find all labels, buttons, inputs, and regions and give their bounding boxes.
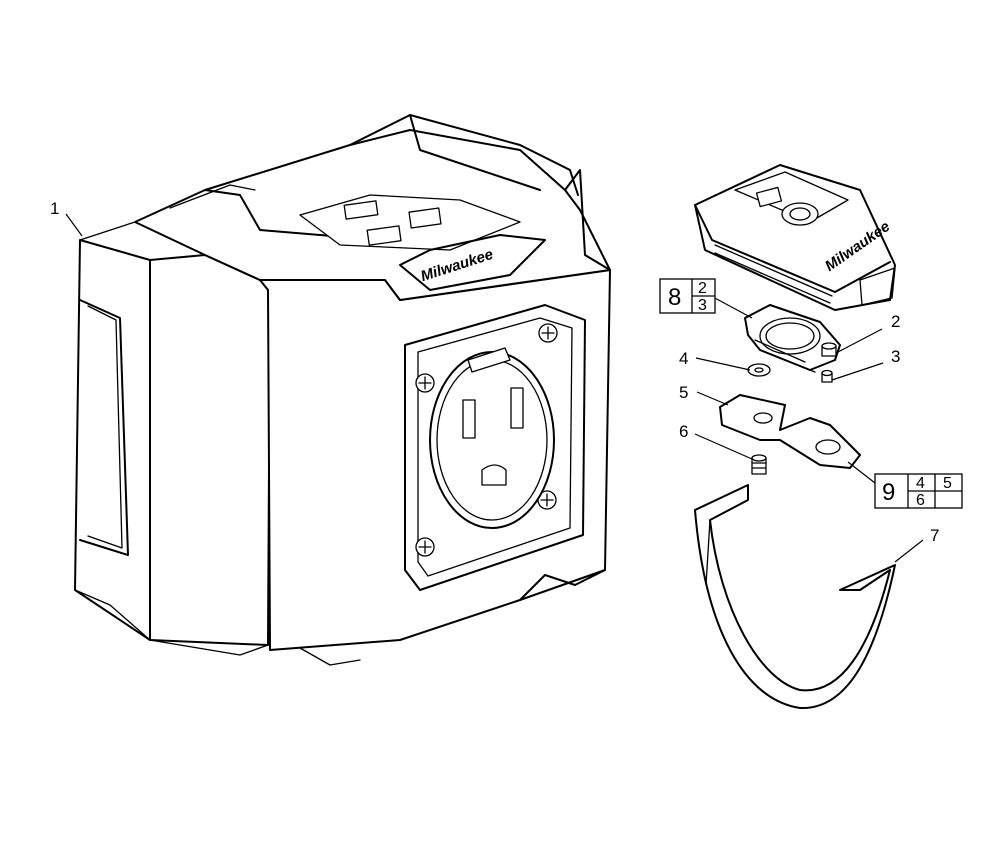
screw-part-3 bbox=[821, 369, 833, 383]
power-source-housing: Milwaukee bbox=[74, 114, 611, 666]
kit-9-content-1: 4 bbox=[916, 475, 925, 492]
kit-box-9: 9 4 5 6 bbox=[874, 473, 963, 509]
washer-part-4 bbox=[747, 363, 771, 377]
callout-3: 3 bbox=[891, 347, 900, 366]
screw-part-6 bbox=[751, 454, 767, 475]
battery-pack: Milwaukee bbox=[694, 164, 896, 311]
kit-9-number: 9 bbox=[882, 479, 895, 506]
bracket-part-5 bbox=[719, 394, 861, 469]
contact-plate bbox=[744, 304, 841, 373]
kit-8-content-1: 2 bbox=[698, 280, 707, 297]
callout-2: 2 bbox=[891, 312, 900, 331]
kit-9-content-2: 5 bbox=[943, 475, 952, 492]
strap-part-7 bbox=[694, 484, 896, 710]
callout-6: 6 bbox=[679, 422, 688, 441]
callout-5: 5 bbox=[679, 383, 688, 402]
kit-8-number: 8 bbox=[668, 284, 681, 311]
kit-9-content-3: 6 bbox=[916, 492, 925, 509]
callout-7: 7 bbox=[930, 526, 939, 545]
screw-part-2 bbox=[821, 342, 837, 357]
leader-lines bbox=[65, 213, 924, 563]
callout-1: 1 bbox=[50, 199, 59, 218]
kit-8-content-2: 3 bbox=[698, 297, 707, 314]
kit-box-8: 8 2 3 bbox=[659, 278, 716, 314]
callout-4: 4 bbox=[679, 349, 688, 368]
